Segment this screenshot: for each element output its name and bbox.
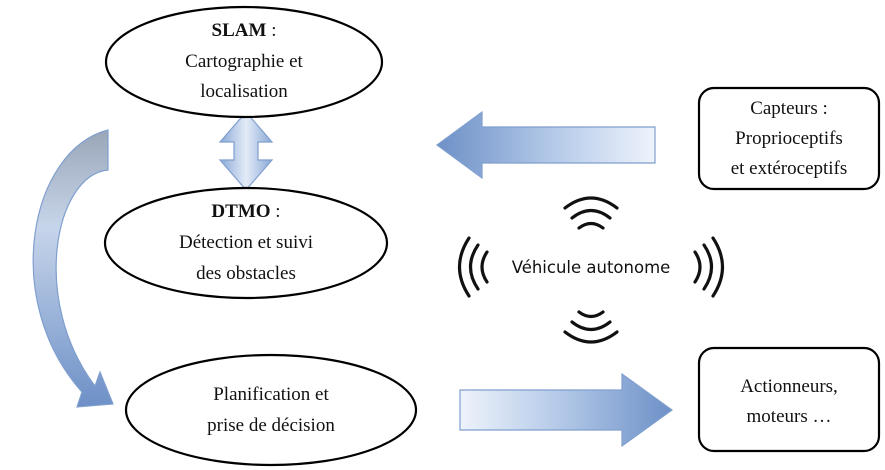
actuators-line1: Actionneurs, bbox=[740, 376, 838, 397]
vehicle-center: Véhicule autonome bbox=[458, 196, 724, 344]
slam-title-suffix: : bbox=[266, 20, 276, 41]
slam-title: SLAM bbox=[212, 20, 267, 41]
signal-waves-bottom-icon bbox=[563, 310, 619, 344]
svg-text:SLAM :: SLAM : bbox=[212, 20, 277, 41]
planning-line2: prise de décision bbox=[207, 415, 335, 436]
slam-node: SLAM : Cartographie et localisation bbox=[104, 5, 384, 119]
slam-line1: Cartographie et bbox=[185, 51, 303, 72]
double-arrow-slam-dtmo bbox=[218, 111, 274, 191]
curved-arrow-left bbox=[32, 129, 114, 408]
planning-node: Planification et prise de décision bbox=[124, 353, 418, 467]
vehicle-label: Véhicule autonome bbox=[512, 258, 671, 277]
dtmo-node: DTMO : Détection et suivi des obstacles bbox=[103, 186, 389, 300]
sensors-line3: et extéroceptifs bbox=[731, 158, 848, 179]
arrow-from-sensors bbox=[435, 110, 656, 180]
svg-text:DTMO :: DTMO : bbox=[211, 201, 280, 222]
dtmo-title: DTMO bbox=[211, 201, 270, 222]
signal-waves-right-icon bbox=[693, 236, 724, 298]
arrow-to-actuators bbox=[459, 372, 674, 448]
sensors-box: Capteurs : Proprioceptifs et extérocepti… bbox=[697, 86, 881, 191]
dtmo-line1: Détection et suivi bbox=[179, 232, 313, 253]
sensors-line2: Proprioceptifs bbox=[735, 128, 843, 149]
sensors-line1: Capteurs : bbox=[750, 98, 828, 119]
signal-waves-left-icon bbox=[458, 236, 489, 298]
dtmo-line2: des obstacles bbox=[196, 263, 296, 284]
slam-line2: localisation bbox=[200, 81, 288, 102]
planning-line1: Planification et bbox=[213, 384, 329, 405]
actuators-box: Actionneurs, moteurs … bbox=[697, 346, 881, 453]
dtmo-title-suffix: : bbox=[271, 201, 281, 222]
signal-waves-top-icon bbox=[563, 196, 619, 230]
actuators-line2: moteurs … bbox=[747, 406, 832, 427]
